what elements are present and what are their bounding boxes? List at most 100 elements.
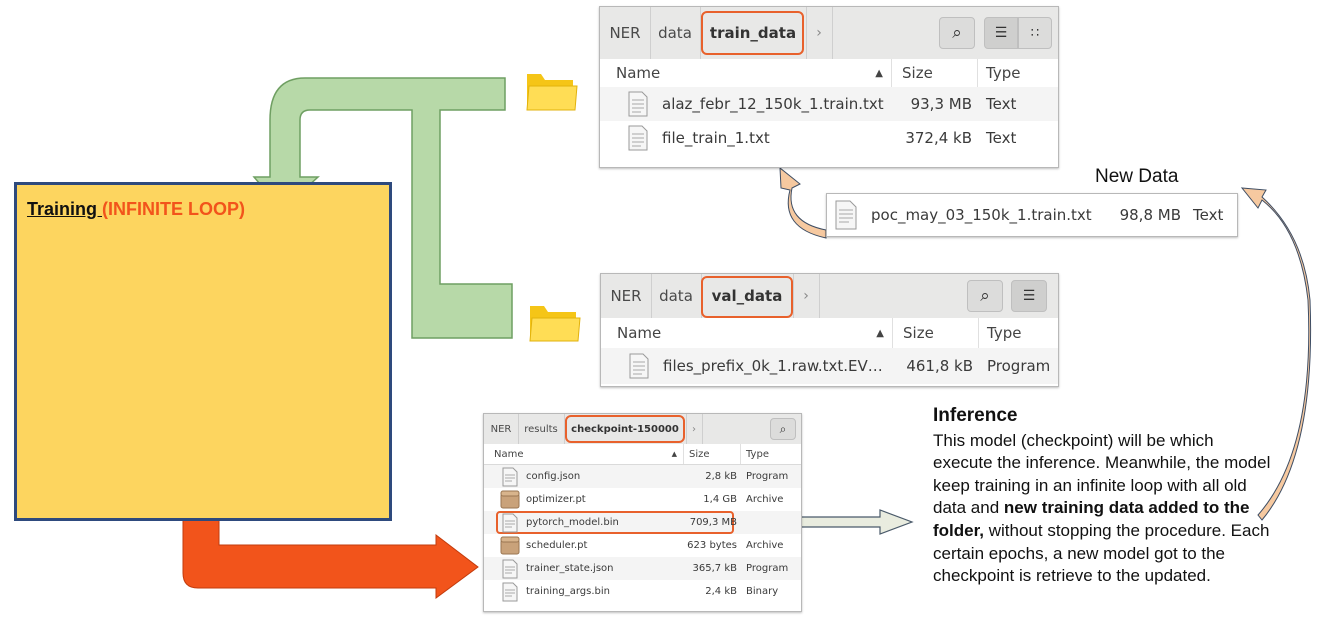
breadcrumb-data[interactable]: data (651, 274, 702, 318)
text-file-icon (502, 559, 518, 579)
train-data-highlight (701, 11, 804, 55)
search-icon: ⌕ (980, 286, 990, 306)
breadcrumb-data[interactable]: data (650, 7, 701, 59)
train-data-header: Name ▲ Size Type (600, 59, 1058, 88)
file-name: file_train_1.txt (662, 129, 770, 147)
inference-text-bold: new training data added to the folder, (933, 498, 1250, 540)
table-row[interactable]: files_prefix_0k_1.raw.txt.EV… 461,8 kB P… (601, 348, 1058, 384)
new-data-arrow (779, 166, 827, 239)
breadcrumb-results[interactable]: results (518, 414, 565, 444)
binary-file-icon (502, 513, 518, 533)
list-view-button[interactable]: ☰ (1011, 280, 1047, 312)
table-row[interactable]: optimizer.pt 1,4 GB Archive (484, 488, 801, 511)
column-name-label: Name (494, 448, 524, 460)
table-row[interactable]: trainer_state.json 365,7 kB Program (484, 557, 801, 580)
search-button[interactable]: ⌕ (967, 280, 1003, 312)
column-size[interactable]: Size (684, 444, 741, 464)
table-row[interactable]: poc_may_03_150k_1.train.txt 98,8 MB Text (827, 194, 1237, 236)
column-type[interactable]: Type (987, 324, 1022, 342)
column-name[interactable]: Name ▲ (617, 318, 893, 348)
training-title-suffix: (INFINITE LOOP) (102, 199, 246, 219)
breadcrumb-ner[interactable]: NER (484, 414, 519, 444)
val-data-highlight (701, 276, 793, 318)
checkpoint-highlight (565, 415, 685, 443)
breadcrumb-train-data[interactable]: train_data (700, 7, 807, 59)
column-size[interactable]: Size (892, 59, 978, 87)
archive-icon (500, 490, 520, 509)
file-type: Archive (746, 540, 784, 551)
breadcrumb-val-data[interactable]: val_data (701, 274, 794, 318)
text-file-icon (628, 125, 648, 151)
file-name: pytorch_model.bin (526, 517, 619, 528)
list-view-icon: ☰ (994, 25, 1008, 41)
checkpoint-header: Name ▲ Size Type (484, 444, 801, 465)
text-file-icon (628, 91, 648, 117)
search-button[interactable]: ⌕ (939, 17, 975, 49)
file-name: files_prefix_0k_1.raw.txt.EV… (663, 357, 883, 375)
inference-text-1: This model (checkpoint) will be which ex… (933, 430, 1271, 518)
file-size: 93,3 MB (910, 95, 972, 113)
text-file-icon (502, 467, 518, 487)
val-data-toolbar: NER data val_data › ⌕ ☰ (601, 274, 1058, 319)
column-name[interactable]: Name ▲ (494, 444, 684, 464)
table-row-highlighted[interactable]: pytorch_model.bin 709,3 MB (484, 511, 801, 534)
file-type: Text (1193, 206, 1224, 224)
breadcrumb-next-icon[interactable]: › (793, 274, 820, 318)
training-title: Training (INFINITE LOOP) (27, 199, 245, 220)
grid-view-icon: ∷ (1030, 25, 1040, 41)
file-name: alaz_febr_12_150k_1.train.txt (662, 95, 884, 113)
file-size: 365,7 kB (692, 563, 737, 574)
table-row[interactable]: config.json 2,8 kB Program (484, 465, 801, 488)
file-type: Program (987, 357, 1051, 375)
file-size: 2,8 kB (705, 471, 737, 482)
column-name-label: Name (616, 64, 661, 82)
search-button[interactable]: ⌕ (770, 418, 796, 440)
train-data-window: NER data train_data › ⌕ ☰ ∷ Name ▲ Size T… (599, 6, 1059, 168)
sort-up-icon: ▲ (876, 327, 884, 339)
search-icon: ⌕ (952, 23, 962, 43)
breadcrumb-ner[interactable]: NER (600, 7, 651, 59)
breadcrumb-next-icon[interactable]: › (686, 414, 703, 444)
column-type[interactable]: Type (746, 448, 769, 460)
table-row[interactable]: training_args.bin 2,4 kB Binary (484, 580, 801, 603)
new-data-row-window: poc_may_03_150k_1.train.txt 98,8 MB Text (826, 193, 1238, 237)
file-size: 2,4 kB (705, 586, 737, 597)
training-title-main: Training (27, 199, 103, 219)
pytorch-model-highlight (496, 511, 734, 534)
text-file-icon (835, 200, 857, 230)
text-file-icon (629, 353, 649, 379)
new-data-label: New Data (1095, 166, 1179, 187)
checkpoint-toolbar: NER results checkpoint-150000 › ⌕ (484, 414, 801, 445)
column-size[interactable]: Size (893, 318, 979, 348)
training-panel: Training (INFINITE LOOP) (14, 182, 392, 521)
column-name[interactable]: Name ▲ (616, 59, 892, 87)
sort-up-icon: ▲ (671, 450, 677, 458)
sort-up-icon: ▲ (875, 67, 883, 79)
orange-output-arrow (182, 507, 479, 599)
list-view-button[interactable]: ☰ (984, 17, 1018, 49)
checkpoint-window: NER results checkpoint-150000 › ⌕ Name ▲ … (483, 413, 802, 612)
breadcrumb-ner[interactable]: NER (601, 274, 652, 318)
inference-text-2: without stopping the procedure. Each cer… (933, 520, 1270, 586)
grid-view-button[interactable]: ∷ (1018, 17, 1052, 49)
file-type: Program (746, 471, 789, 482)
table-row[interactable]: scheduler.pt 623 bytes Archive (484, 534, 801, 557)
feedback-arrow (1240, 187, 1312, 521)
table-row[interactable]: file_train_1.txt 372,4 kB Text (600, 121, 1058, 155)
binary-file-icon (502, 582, 518, 602)
search-icon: ⌕ (779, 421, 787, 436)
file-name: optimizer.pt (526, 494, 586, 505)
train-data-toolbar: NER data train_data › ⌕ ☰ ∷ (600, 7, 1058, 60)
breadcrumb-next-icon[interactable]: › (806, 7, 833, 59)
table-row[interactable]: alaz_febr_12_150k_1.train.txt 93,3 MB Te… (600, 87, 1058, 121)
column-type[interactable]: Type (986, 64, 1021, 82)
file-type: Text (986, 129, 1017, 147)
inference-title: Inference (933, 405, 1018, 426)
file-name: poc_may_03_150k_1.train.txt (871, 206, 1092, 224)
column-name-label: Name (617, 324, 662, 342)
file-size: 709,3 MB (689, 517, 737, 528)
train-folder-icon (526, 74, 578, 111)
file-size: 461,8 kB (906, 357, 973, 375)
breadcrumb-checkpoint[interactable]: checkpoint-150000 (564, 414, 687, 444)
